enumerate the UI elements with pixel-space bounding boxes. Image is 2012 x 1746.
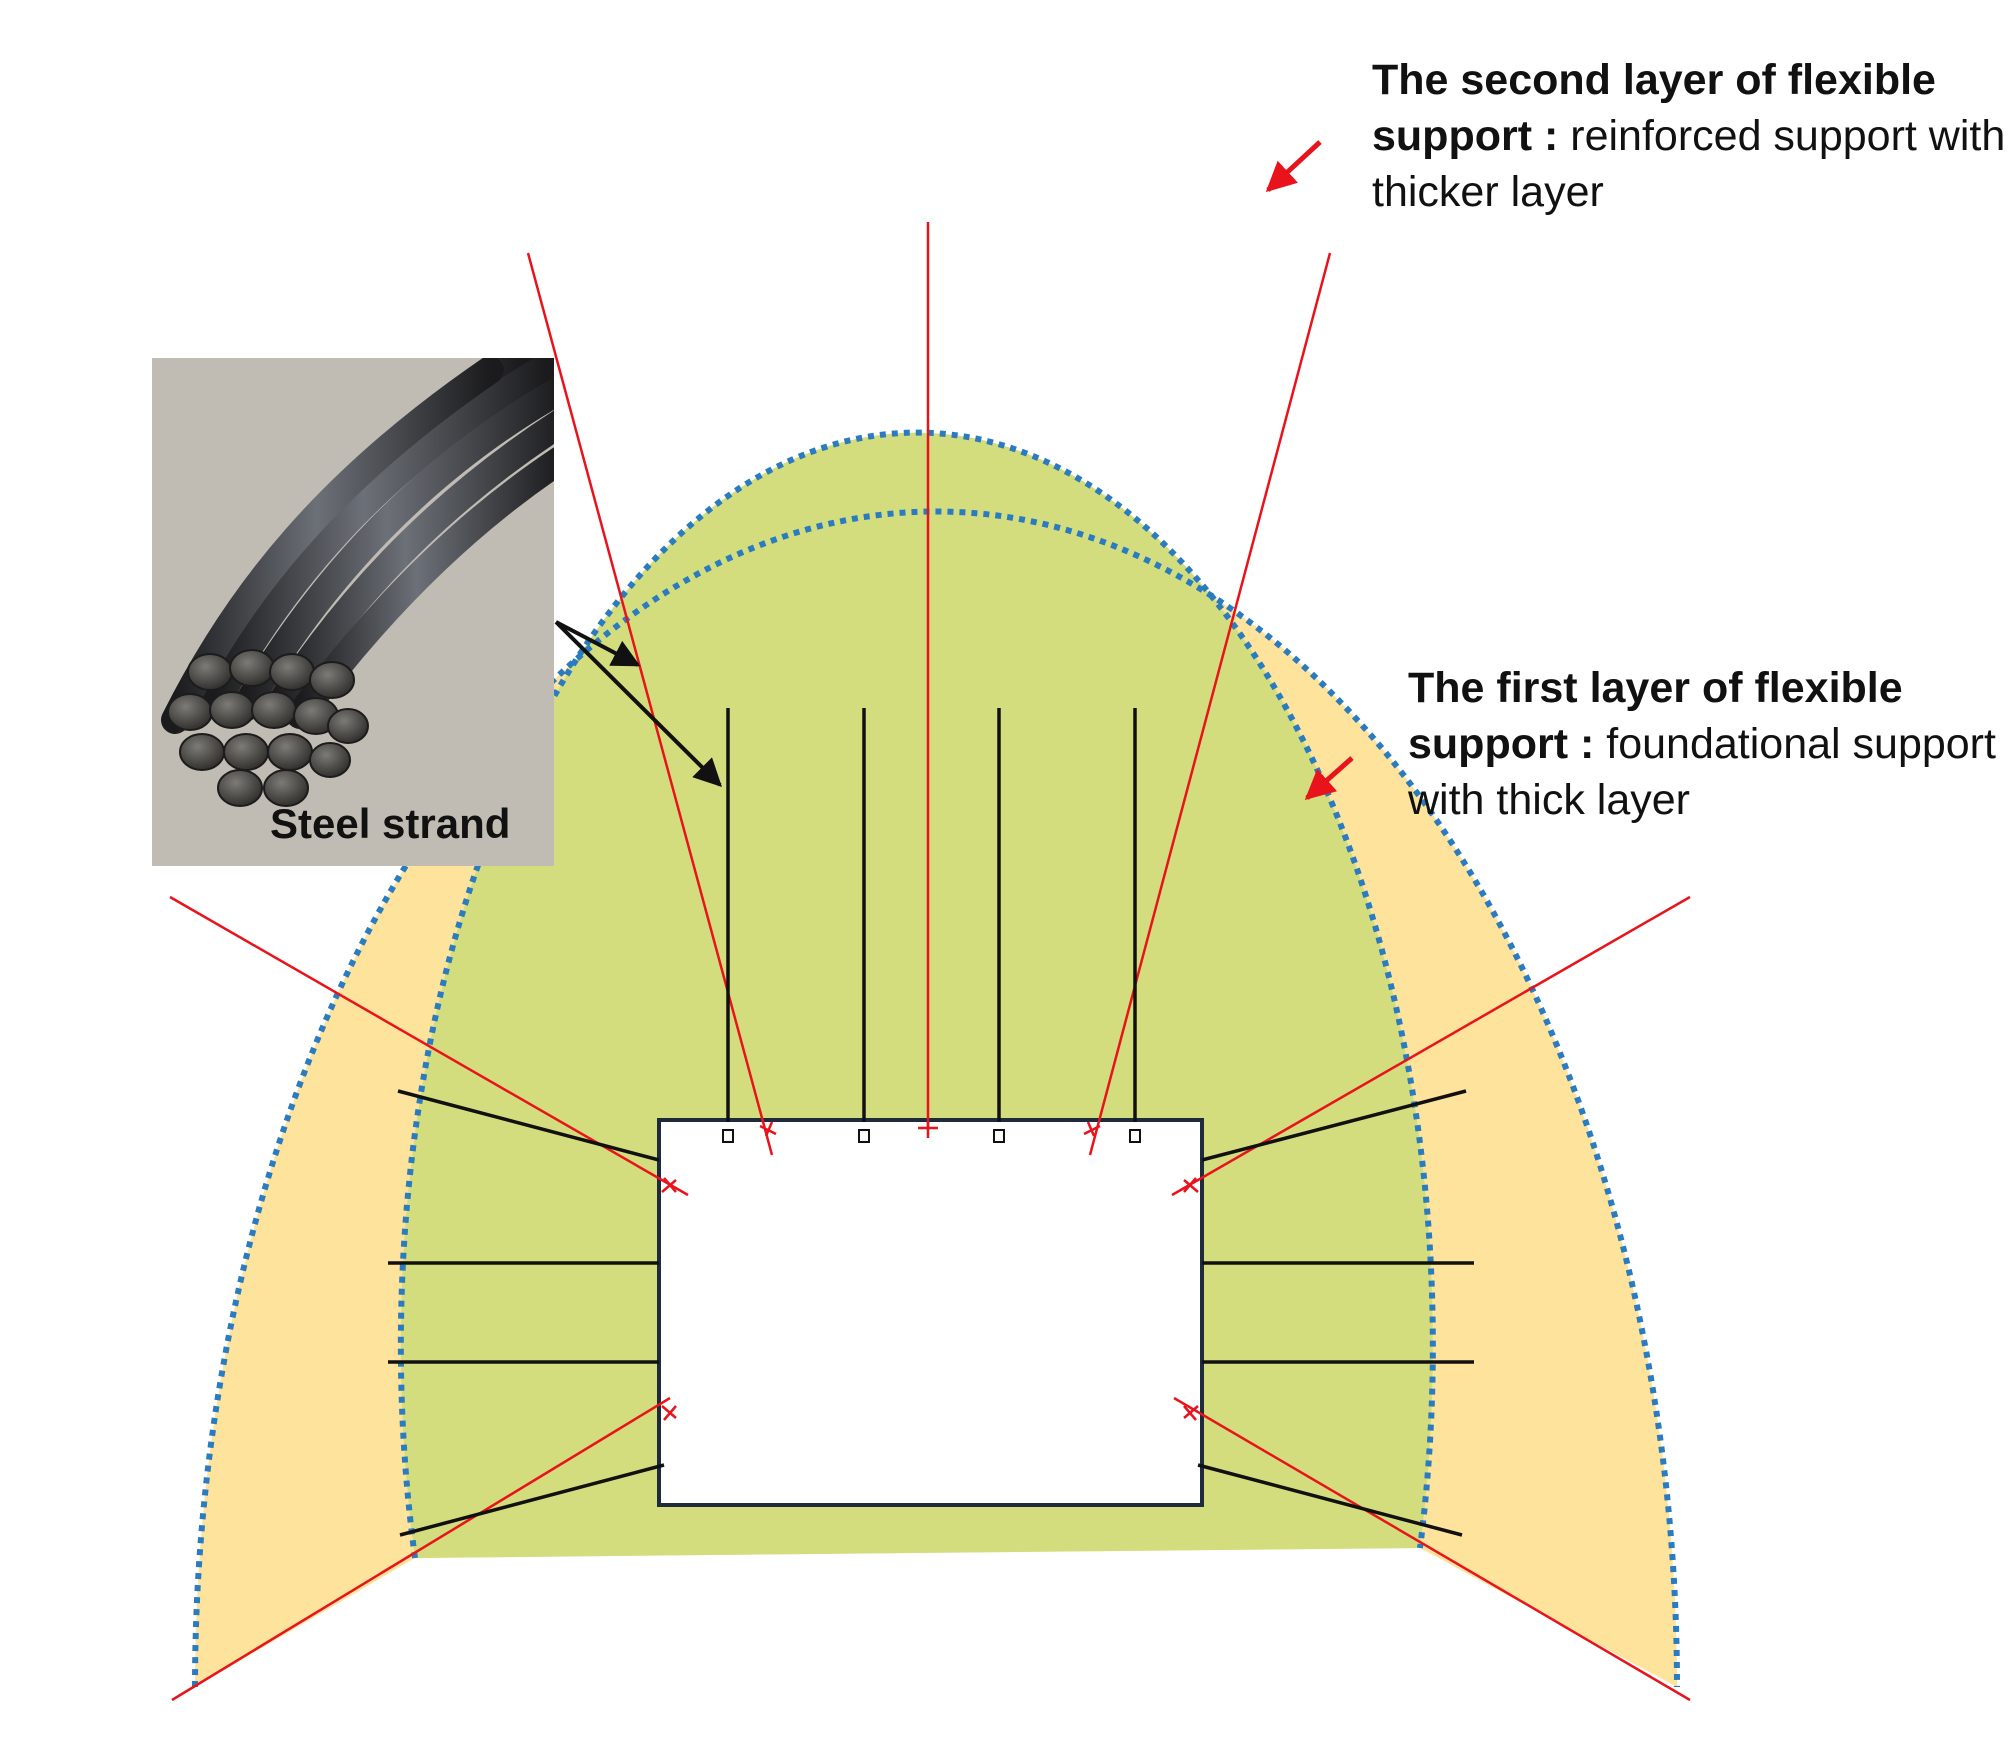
anchor-head	[661, 1405, 677, 1421]
anchor-head	[1183, 1405, 1199, 1421]
anchor-head	[661, 1177, 677, 1193]
anchor-heads	[661, 1121, 1199, 1421]
rock-bolts	[388, 708, 1474, 1537]
steel-strand-caption: Steel strand	[270, 800, 511, 847]
anchor-head	[918, 1122, 938, 1138]
rock-bolt	[1201, 1089, 1467, 1162]
first-layer-title: The first layer of flexible support :	[1408, 664, 1903, 768]
anchor-head	[1183, 1177, 1199, 1193]
anchor-cable	[526, 252, 774, 1156]
bolt-plate	[1129, 1129, 1141, 1143]
second-layer-callout: The second layer of flexible support : r…	[1372, 52, 2012, 220]
black-arrow-icon	[554, 620, 722, 787]
bolt-plate	[993, 1129, 1005, 1143]
red-arrow-icon	[1265, 140, 1354, 800]
steel-strand-photo-icon	[152, 358, 554, 866]
rock-bolt	[1197, 1463, 1463, 1537]
rock-bolt	[399, 1463, 665, 1537]
first-layer-callout: The first layer of flexible support : fo…	[1408, 660, 2008, 828]
bolt-plates	[722, 1129, 1141, 1143]
anchor-head	[759, 1121, 777, 1137]
second-layer-body: reinforced support with thicker layer	[1372, 112, 2006, 216]
bolt-plate	[722, 1129, 734, 1143]
tunnel-opening	[657, 1118, 1204, 1507]
anchor-head	[1083, 1121, 1101, 1137]
second-layer-title: The second layer of flexible support :	[1372, 56, 1936, 160]
anchor-cable	[171, 1396, 671, 1702]
first-layer-body: foundational support with thick layer	[1408, 720, 1996, 824]
anchor-cable	[1173, 1396, 1691, 1702]
rock-bolt	[397, 1089, 660, 1162]
anchor-cables	[169, 222, 1691, 1702]
second-layer-boundary	[192, 508, 1680, 1688]
bolt-plate	[858, 1129, 870, 1143]
anchor-cable	[1088, 252, 1332, 1156]
